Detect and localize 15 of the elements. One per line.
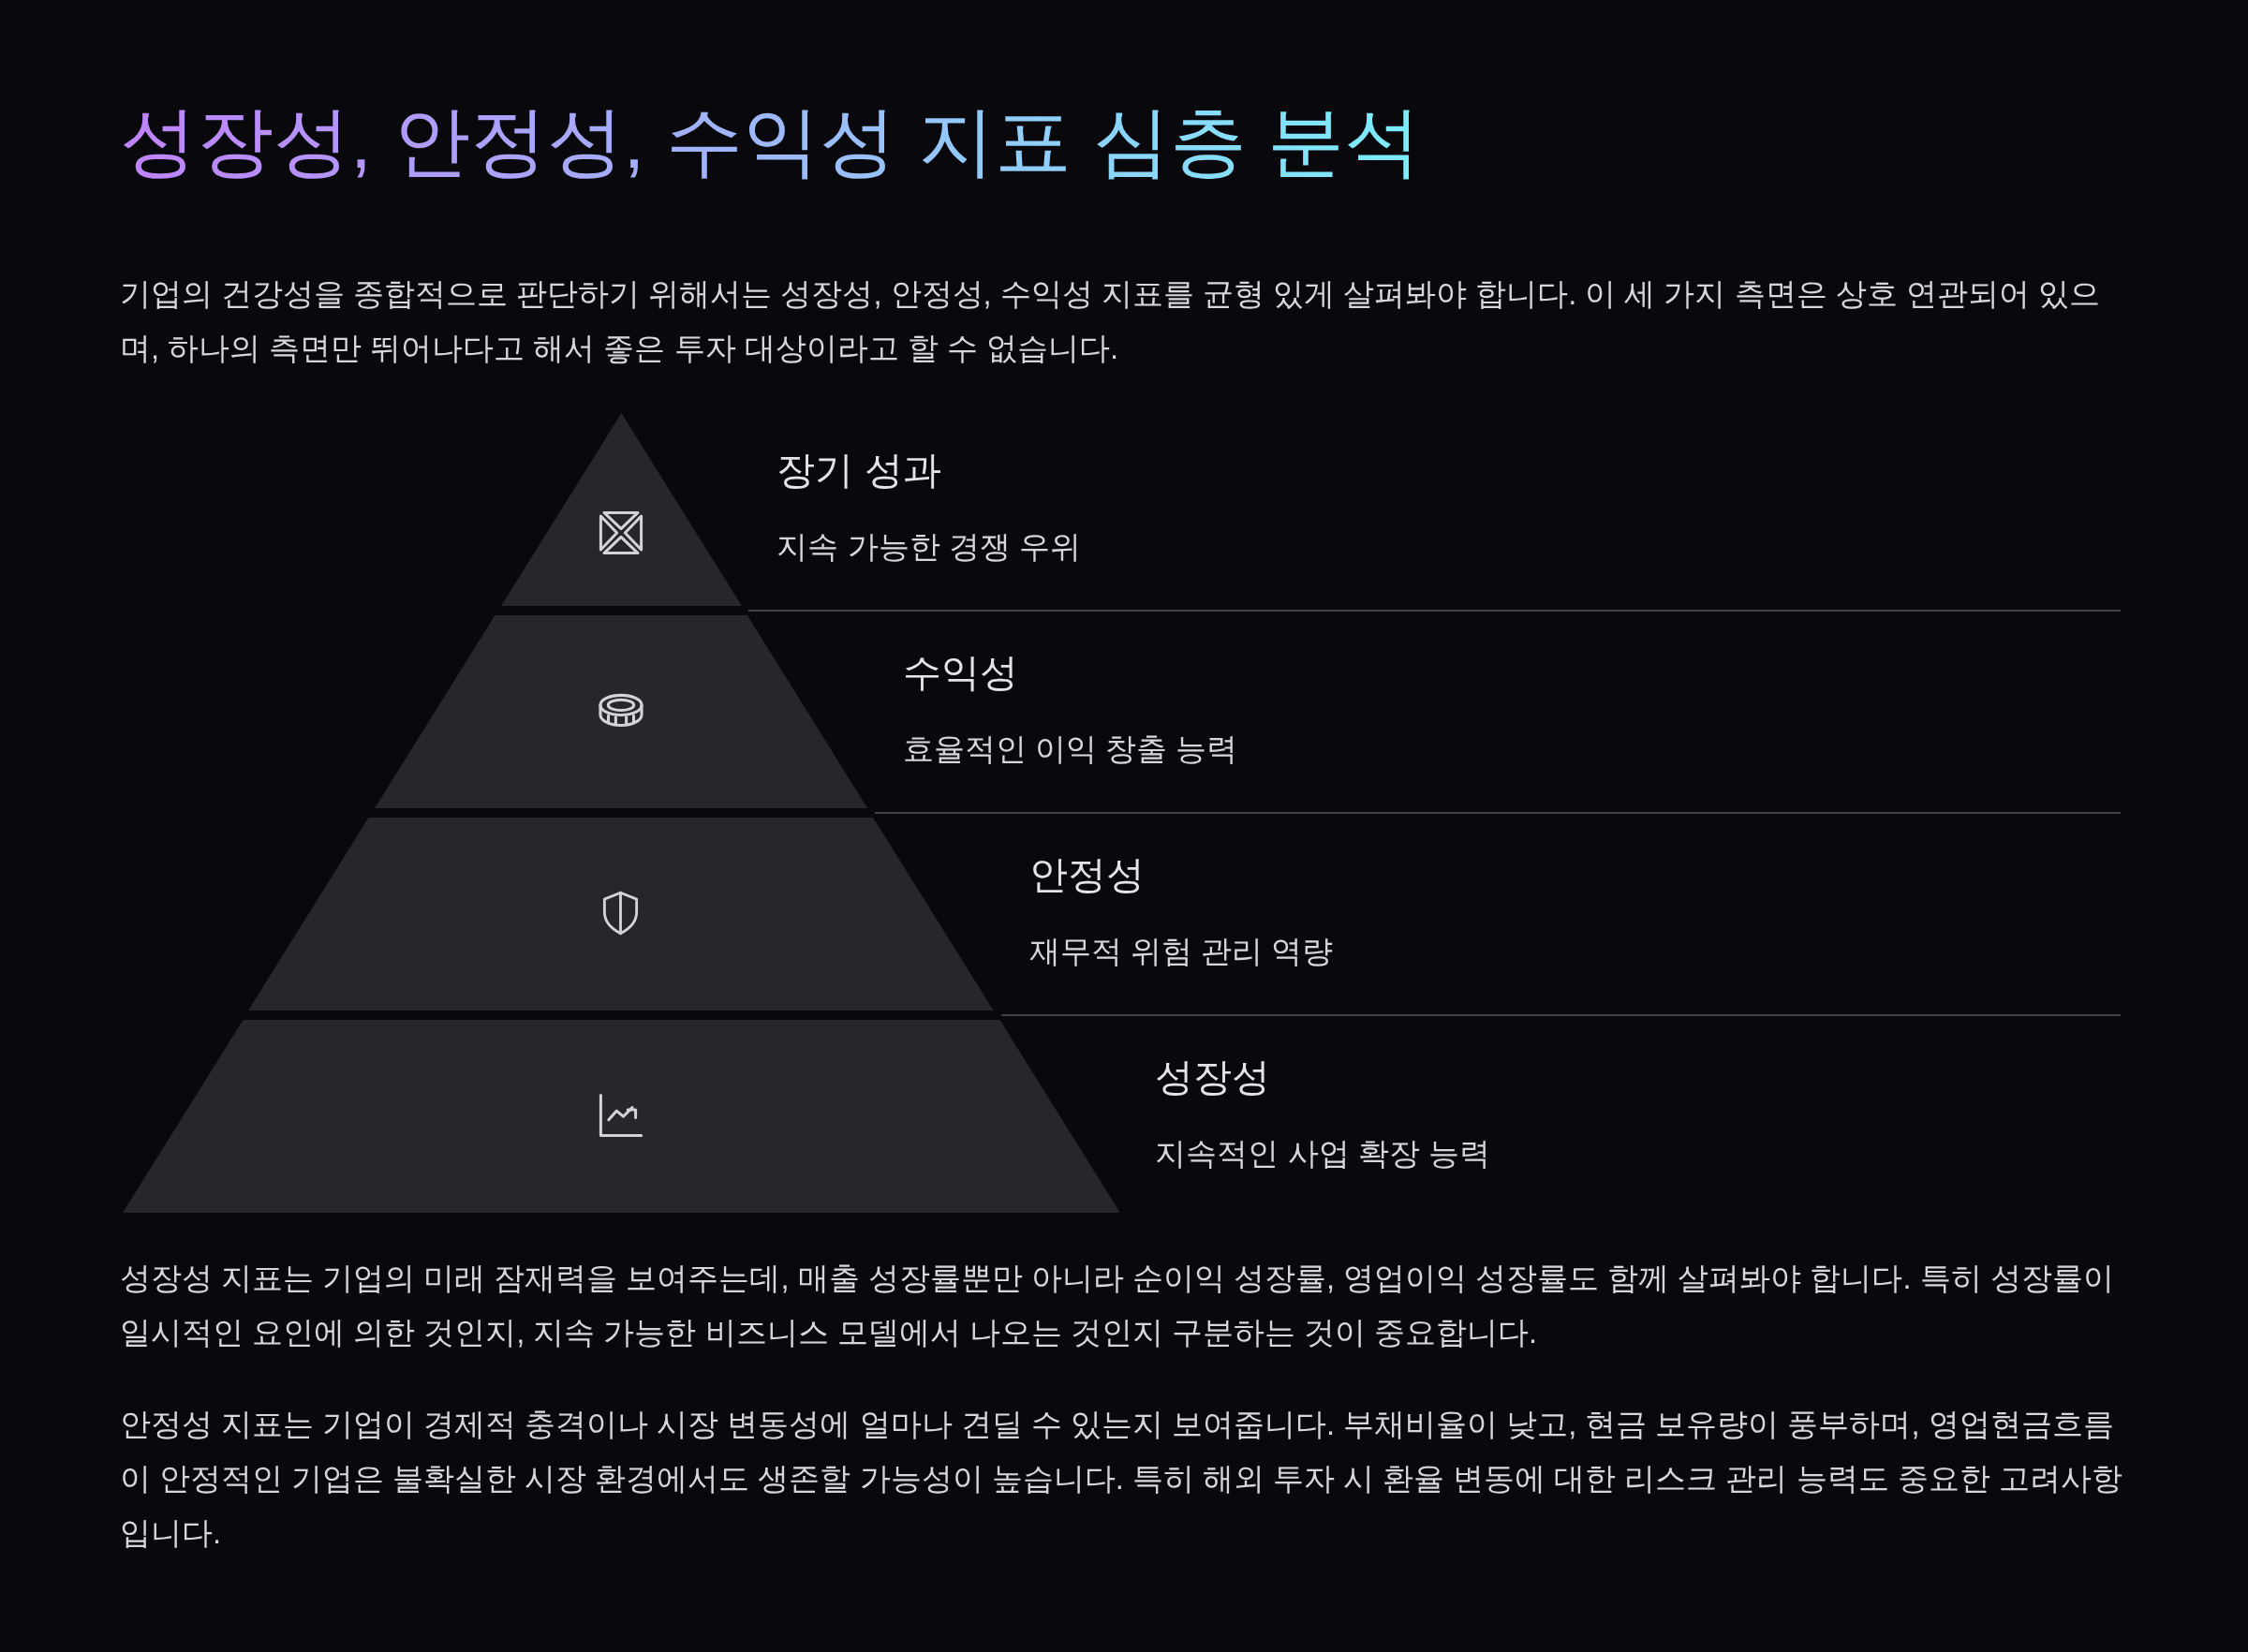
layer-description: 효율적인 이익 창출 능력 xyxy=(903,730,1238,768)
paragraph: 안정성 지표는 기업이 경제적 충격이나 시장 변동성에 얼마나 견딜 수 있는지 보여줍니다. 부채비율이 낮고, 현금 보유량이 풍부하며, 영업현금흐름이 안정적인 기업은 불확실한 시장 환경에서도 생존할 가능성이 높습니다. 특히 해외 투자 시 환율 변동에 대한 리스크 관리 능력도 중요한 고려사항입니다. xyxy=(120,1406,2123,1552)
pyramid-layer xyxy=(122,1020,1120,1213)
layer-heading: 안정성 xyxy=(1028,852,1145,898)
paragraph: 기업의 건강성을 종합적으로 판단하기 위해서는 성장성, 안정성, 수익성 지표를 균형 있게 살펴봐야 합니다. 이 세 가지 측면은 상호 연관되어 있으며, 하나의 측면만 뛰어나다고 해서 좋은 투자 대상이라고 할 수 없습니다. xyxy=(120,275,2101,367)
layer-heading: 장기 성과 xyxy=(776,448,941,494)
pyramid-layer xyxy=(248,818,994,1010)
layer-description: 지속적인 사업 확장 능력 xyxy=(1155,1135,1490,1173)
layer-description: 재무적 위험 관리 역량 xyxy=(1028,933,1334,970)
paragraph: 성장성 지표는 기업의 미래 잠재력을 보여주는데, 매출 성장률뿐만 아니라 순이익 성장률, 영업이익 성장률도 함께 살펴봐야 합니다. 특히 성장률이 일시적인 요인에 의한 것인지, 지속 가능한 비즈니스 모델에서 나오는 것인지 구분하는 것이 중요합니다. xyxy=(120,1260,2115,1351)
layer-heading: 성장성 xyxy=(1155,1055,1271,1100)
pyramid-layer xyxy=(500,413,742,606)
layer-heading: 수익성 xyxy=(903,650,1019,696)
pyramid-layer xyxy=(374,615,868,808)
layer-description: 지속 가능한 경쟁 우위 xyxy=(776,528,1081,566)
